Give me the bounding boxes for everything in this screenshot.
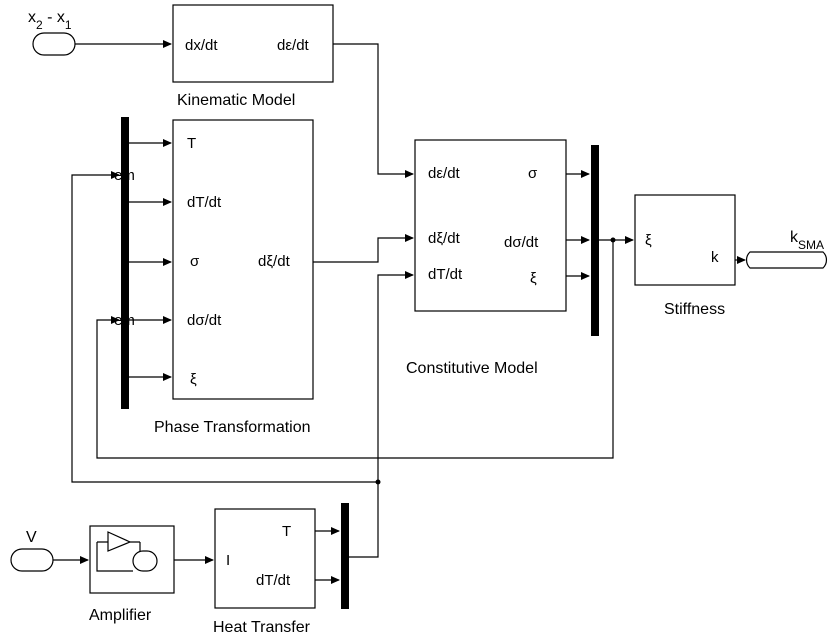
input-port-x-label: x2 - x1	[28, 9, 72, 32]
junction-dot	[375, 479, 381, 485]
junction-dot	[610, 237, 616, 243]
constitutive-in-dxidt: dξ/dt	[428, 230, 461, 247]
stiffness-caption: Stiffness	[664, 301, 725, 318]
amplifier-icon	[96, 531, 158, 572]
kinematic-out-depsdt: dε/dt	[277, 37, 310, 54]
phase-in-xi: ξ	[190, 371, 197, 388]
heat-transfer-caption: Heat Transfer	[213, 619, 311, 636]
constitutive-output-mux-bar[interactable]	[591, 145, 599, 336]
heat-transfer-block[interactable]	[214, 508, 316, 609]
phase-in-sigma: σ	[190, 253, 200, 270]
constitutive-out-sigma: σ	[528, 165, 538, 182]
kinematic-model-block[interactable]	[172, 4, 334, 83]
heat-out-t: T	[282, 523, 291, 540]
kinematic-in-dxdt: dx/dt	[185, 37, 218, 54]
stiffness-block[interactable]	[634, 194, 736, 286]
input-port-x[interactable]	[32, 32, 76, 56]
input-port-v[interactable]	[10, 548, 54, 572]
constitutive-model-caption: Constitutive Model	[406, 360, 538, 377]
kinematic-model-caption: Kinematic Model	[177, 92, 295, 109]
input-port-v-label: V	[26, 529, 37, 546]
phase-input-demux-bar[interactable]	[121, 117, 129, 409]
phase-transformation-caption: Phase Transformation	[154, 419, 311, 436]
constitutive-in-dtdt: dT/dt	[428, 266, 463, 283]
signal-lines	[53, 40, 746, 584]
constitutive-in-depsdt: dε/dt	[428, 165, 461, 182]
constitutive-out-xi: ξ	[530, 270, 537, 287]
stiffness-out-k: k	[711, 249, 719, 266]
phase-in-dtdt: dT/dt	[187, 194, 222, 211]
phase-transformation-block[interactable]	[172, 119, 314, 400]
heat-in-i: I	[226, 552, 230, 569]
heat-out-dtdt: dT/dt	[256, 572, 291, 589]
heat-output-mux-bar[interactable]	[341, 503, 349, 609]
amplifier-block[interactable]	[89, 525, 175, 594]
amplifier-caption: Amplifier	[89, 607, 152, 624]
output-port-k[interactable]	[746, 251, 827, 269]
stiffness-in-xi: ξ	[645, 232, 652, 249]
constitutive-model-block[interactable]	[414, 139, 567, 312]
output-port-k-label: kSMA	[790, 229, 824, 252]
constitutive-out-dsigmadt: dσ/dt	[504, 234, 539, 251]
phase-out-dxidt: dξ/dt	[258, 253, 291, 270]
phase-in-t: T	[187, 135, 196, 152]
phase-in-dsigmadt: dσ/dt	[187, 312, 222, 329]
